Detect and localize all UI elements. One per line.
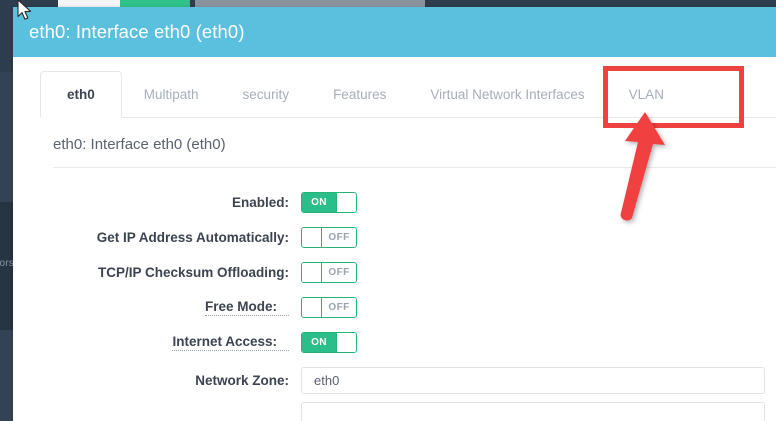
- toggle-get-ip-automatically[interactable]: OFF: [301, 227, 357, 248]
- control-next-field: [301, 401, 776, 421]
- toggle-internet-access-state: ON: [302, 333, 336, 352]
- toggle-knob: [302, 228, 322, 247]
- interface-settings-form: Enabled: ON Get IP Address Automatically…: [13, 185, 776, 421]
- toggle-internet-access[interactable]: ON: [301, 332, 357, 353]
- form-row-internet-access: Internet Access: ON: [13, 325, 776, 360]
- form-row-next-field: [13, 400, 776, 421]
- toggle-knob: [336, 193, 356, 212]
- label-free-mode: Free Mode:: [204, 299, 289, 316]
- section-divider: [53, 167, 776, 168]
- label-get-ip-automatically: Get IP Address Automatically:: [96, 230, 289, 245]
- background-sidebar[interactable]: ors: [0, 0, 14, 421]
- control-internet-access: ON: [301, 332, 776, 353]
- label-wrap-free-mode: Free Mode:: [13, 299, 301, 316]
- label-enabled: Enabled:: [231, 195, 289, 210]
- label-wrap-internet-access: Internet Access:: [13, 334, 301, 351]
- section-title: eth0: Interface eth0 (eth0): [53, 136, 226, 153]
- tab-eth0[interactable]: eth0: [40, 71, 122, 118]
- next-field-input[interactable]: [301, 401, 765, 421]
- tab-multipath[interactable]: Multipath: [143, 87, 199, 102]
- form-row-network-zone: Network Zone: eth0: [13, 360, 776, 400]
- label-tcp-ip-checksum-offloading: TCP/IP Checksum Offloading:: [97, 265, 289, 280]
- form-row-get-ip-automatically: Get IP Address Automatically: OFF: [13, 220, 776, 255]
- topbar-segment: [58, 0, 120, 7]
- tab-features[interactable]: Features: [333, 87, 387, 102]
- toggle-knob: [302, 298, 322, 317]
- form-row-free-mode: Free Mode: OFF: [13, 290, 776, 325]
- sidebar-band: [0, 330, 14, 421]
- label-internet-access: Internet Access:: [172, 334, 289, 351]
- sidebar-band: [0, 202, 14, 330]
- toggle-tcp-ip-checksum-offloading-state: OFF: [322, 263, 356, 282]
- control-tcp-ip-checksum-offloading: OFF: [301, 262, 776, 283]
- control-get-ip-automatically: OFF: [301, 227, 776, 248]
- tab-security[interactable]: security: [242, 87, 290, 102]
- toggle-tcp-ip-checksum-offloading[interactable]: OFF: [301, 262, 357, 283]
- toggle-enabled-state: ON: [302, 193, 336, 212]
- topbar-segment: [195, 0, 425, 7]
- dialog-title: eth0: Interface eth0 (eth0): [29, 21, 245, 42]
- label-network-zone: Network Zone:: [195, 372, 289, 388]
- toggle-get-ip-automatically-state: OFF: [322, 228, 356, 247]
- dialog-header: eth0: Interface eth0 (eth0): [13, 7, 776, 57]
- form-row-enabled: Enabled: ON: [13, 185, 776, 220]
- background-topbar: [0, 0, 776, 7]
- toggle-knob: [302, 263, 322, 282]
- control-enabled: ON: [301, 192, 776, 213]
- tab-strip: eth0 Multipath security Features Virtual…: [40, 71, 776, 118]
- mouse-cursor: [17, 0, 32, 20]
- sidebar-band: [0, 72, 14, 202]
- tab-virtual-network-interfaces[interactable]: Virtual Network Interfaces: [430, 87, 585, 102]
- control-network-zone: eth0: [301, 366, 776, 394]
- control-free-mode: OFF: [301, 297, 776, 318]
- tab-vlan[interactable]: VLAN: [628, 87, 664, 102]
- form-row-tcp-ip-checksum-offloading: TCP/IP Checksum Offloading: OFF: [13, 255, 776, 290]
- sidebar-item-label-fragment: ors: [0, 258, 14, 269]
- interface-settings-dialog: eth0: Interface eth0 (eth0) eth0 Multipa…: [13, 7, 776, 421]
- toggle-enabled[interactable]: ON: [301, 192, 357, 213]
- toggle-free-mode[interactable]: OFF: [301, 297, 357, 318]
- network-zone-input[interactable]: eth0: [301, 366, 765, 394]
- toggle-knob: [336, 333, 356, 352]
- dialog-body: eth0 Multipath security Features Virtual…: [13, 71, 776, 421]
- toggle-free-mode-state: OFF: [322, 298, 356, 317]
- topbar-segment: [120, 0, 190, 7]
